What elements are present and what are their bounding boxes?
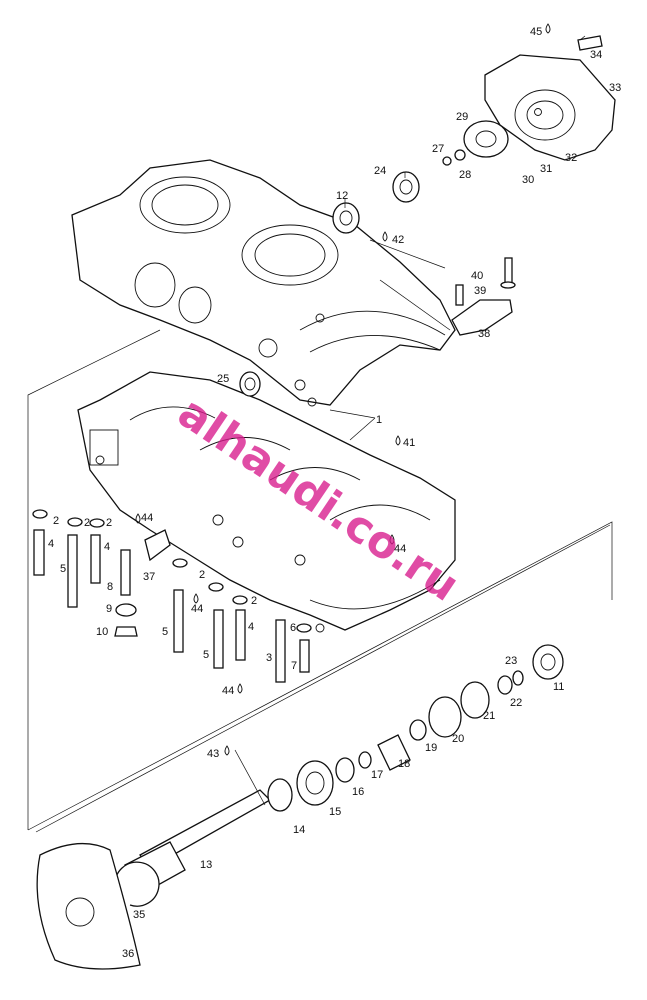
lower-crankcase: [77, 371, 456, 633]
callout-2: 2: [84, 517, 90, 529]
callout-19: 19: [425, 742, 437, 754]
callout-24: 24: [374, 165, 386, 177]
callout-4: 4: [104, 541, 110, 553]
callout-5: 5: [203, 649, 209, 661]
callout-36: 36: [122, 948, 134, 960]
oil-drop-icon: [389, 534, 395, 545]
callout-1: 1: [376, 414, 382, 426]
callout-13: 13: [200, 859, 212, 871]
callout-42: 42: [392, 234, 404, 246]
callout-45: 45: [530, 26, 542, 38]
callout-31: 31: [540, 163, 552, 175]
callout-27: 27: [432, 143, 444, 155]
oil-drop-icon: [135, 513, 141, 524]
bracket-assembly: [451, 257, 516, 336]
callout-41: 41: [403, 437, 415, 449]
callout-21: 21: [483, 710, 495, 722]
callout-6: 6: [290, 622, 296, 634]
callout-44: 44: [222, 685, 234, 697]
oil-drop-icon: [395, 435, 401, 446]
callout-18: 18: [398, 758, 410, 770]
callout-15: 15: [329, 806, 341, 818]
callout-12: 12: [336, 190, 348, 202]
callout-9: 9: [106, 603, 112, 615]
callout-23: 23: [505, 655, 517, 667]
shaft-assembly: [124, 644, 564, 896]
circlip-and-washer: [36, 842, 160, 970]
oil-drop-icon: [237, 683, 243, 694]
callout-37: 37: [143, 571, 155, 583]
callout-2: 2: [53, 515, 59, 527]
callout-43: 43: [207, 748, 219, 760]
callout-34: 34: [590, 49, 602, 61]
leader-lines: [234, 35, 586, 806]
frame-lines: [27, 329, 613, 833]
callout-2: 2: [251, 595, 257, 607]
oil-drop-icon: [545, 23, 551, 34]
callout-5: 5: [162, 626, 168, 638]
callout-14: 14: [293, 824, 305, 836]
callout-30: 30: [522, 174, 534, 186]
callout-32: 32: [565, 152, 577, 164]
callout-22: 22: [510, 697, 522, 709]
callout-35: 35: [133, 909, 145, 921]
seals: [239, 171, 420, 397]
callout-40: 40: [471, 270, 483, 282]
callout-8: 8: [107, 581, 113, 593]
lubricant-drop-icons: [135, 23, 551, 756]
callout-16: 16: [352, 786, 364, 798]
callout-7: 7: [291, 660, 297, 672]
callout-2: 2: [199, 569, 205, 581]
callout-38: 38: [478, 328, 490, 340]
oil-drop-icon: [224, 745, 230, 756]
callout-39: 39: [474, 285, 486, 297]
callout-4: 4: [248, 621, 254, 633]
callout-labels: 1 2 2 2 2 2 3 4 4 4 5 5 5 6 7 8 9 10 11 …: [48, 26, 621, 960]
callout-3: 3: [266, 652, 272, 664]
callout-44: 44: [394, 543, 406, 555]
callout-10: 10: [96, 626, 108, 638]
oil-drop-icon: [382, 231, 388, 242]
callout-11: 11: [553, 681, 564, 693]
oil-drop-icon: [193, 593, 199, 604]
callout-4: 4: [48, 538, 54, 550]
callout-29: 29: [456, 111, 468, 123]
left-fasteners: [32, 509, 312, 683]
callout-25: 25: [217, 373, 229, 385]
callout-17: 17: [371, 769, 383, 781]
upper-crankcase: [71, 159, 456, 407]
callout-5: 5: [60, 563, 66, 575]
callout-44: 44: [141, 512, 153, 524]
pump-cover-group: [442, 35, 616, 166]
callout-33: 33: [609, 82, 621, 94]
callout-44: 44: [191, 603, 203, 615]
callout-2: 2: [106, 517, 112, 529]
callout-28: 28: [459, 169, 471, 181]
callout-20: 20: [452, 733, 464, 745]
